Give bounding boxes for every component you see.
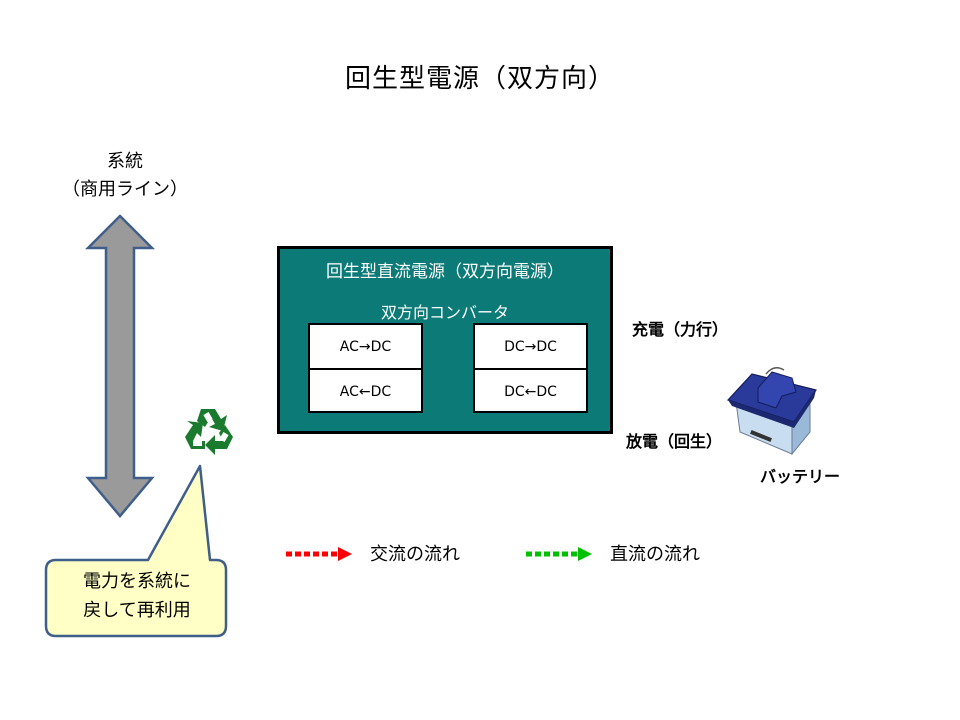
ac-flow-legend-arrow — [286, 547, 352, 561]
dc-to-dc-forward-cell: DC→DC — [504, 338, 557, 355]
battery-label: バッテリー — [760, 467, 841, 486]
ac-flow-legend-label: 交流の流れ — [370, 544, 460, 565]
regenerative-dc-power-supply: 回生型直流電源（双方向電源） 双方向コンバータ AC→DC AC←DC DC→D… — [277, 246, 613, 434]
discharge-label: 放電（回生） — [626, 432, 723, 451]
dc-flow-legend-label: 直流の流れ — [610, 544, 700, 565]
callout-line1: 電力を系統に — [83, 571, 191, 592]
grid-label: 系統 （商用ライン） — [40, 148, 210, 204]
grid-label-line1: 系統 — [107, 151, 143, 172]
callout-bubble — [44, 464, 228, 638]
ac-dc-converter: AC→DC AC←DC — [308, 323, 423, 413]
converter-title: 双方向コンバータ — [380, 303, 509, 322]
double-arrow-shape — [84, 214, 156, 518]
dc-to-dc-reverse-cell: DC←DC — [475, 368, 586, 413]
ac-to-dc-cell: AC→DC — [339, 338, 392, 355]
recycle-icon — [185, 409, 233, 455]
dc-dc-converter: DC→DC DC←DC — [473, 323, 588, 413]
bidirectional-grid-arrow — [84, 214, 156, 518]
charge-label: 充電（力行） — [632, 320, 729, 339]
dc-flow-legend-arrow — [526, 547, 592, 561]
callout-text: 電力を系統に 戻して再利用 — [52, 567, 222, 625]
dc-to-ac-cell: AC←DC — [310, 368, 421, 413]
battery-icon — [726, 367, 817, 456]
callout-line2: 戻して再利用 — [83, 600, 191, 621]
diagram-title: 回生型電源（双方向） — [344, 64, 615, 94]
power-supply-title: 回生型直流電源（双方向電源） — [326, 262, 564, 282]
grid-label-line2: （商用ライン） — [62, 179, 188, 200]
